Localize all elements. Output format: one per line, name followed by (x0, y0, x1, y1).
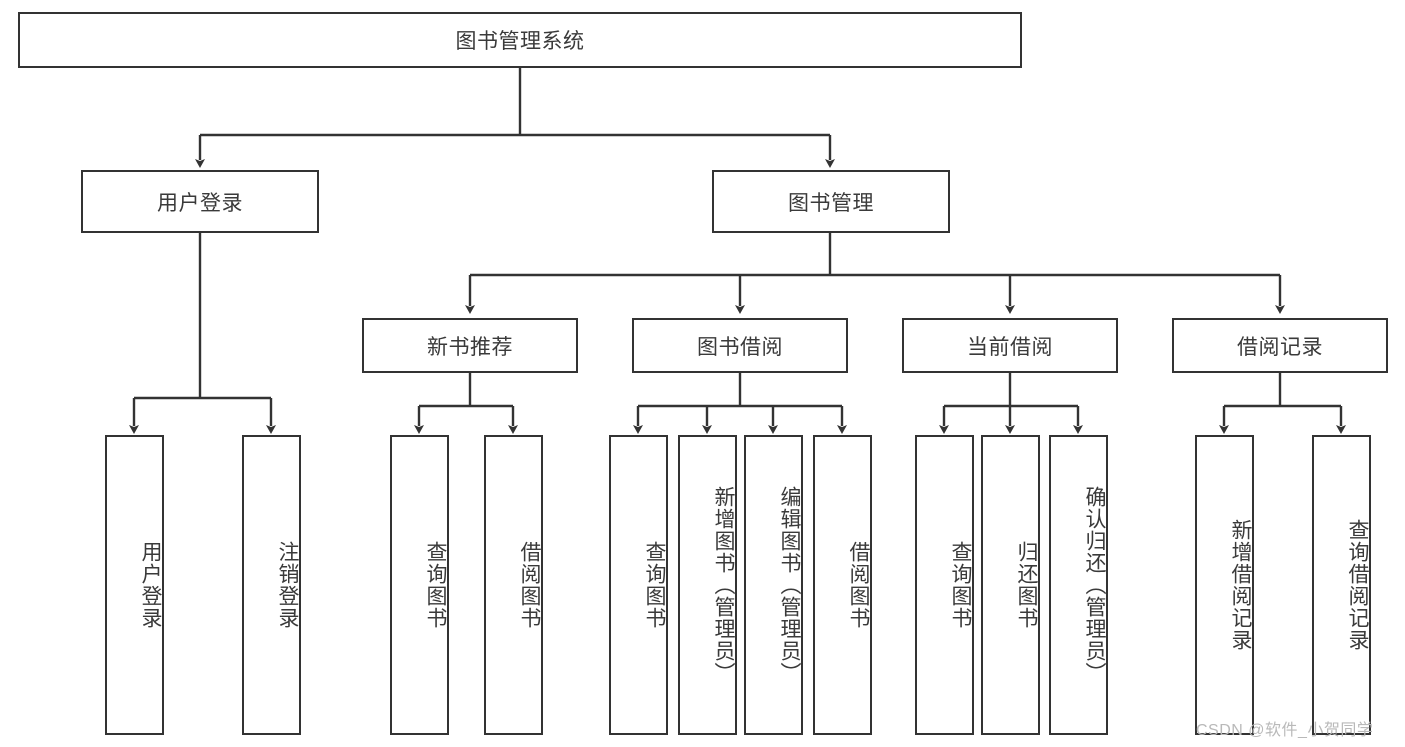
node-leaf-logout[interactable]: 注销登录 (242, 435, 301, 735)
node-leaf-query-book-3[interactable]: 查询图书 (915, 435, 974, 735)
node-leaf-add-book-label: 新增图书（管理员） (712, 486, 735, 684)
node-leaf-return-book-label: 归还图书 (1015, 541, 1038, 629)
node-leaf-query-record[interactable]: 查询借阅记录 (1312, 435, 1371, 735)
node-current-borrow-label: 当前借阅 (967, 335, 1053, 359)
node-leaf-borrow-book-1[interactable]: 借阅图书 (484, 435, 543, 735)
node-leaf-query-book-2-label: 查询图书 (643, 541, 666, 629)
node-leaf-query-record-label: 查询借阅记录 (1346, 519, 1369, 651)
node-leaf-add-record-label: 新增借阅记录 (1229, 519, 1252, 651)
node-leaf-confirm-return-label: 确认归还（管理员） (1083, 486, 1106, 684)
node-user-login-label: 用户登录 (157, 191, 243, 215)
node-user-login[interactable]: 用户登录 (81, 170, 319, 233)
node-book-manage[interactable]: 图书管理 (712, 170, 950, 233)
node-book-borrow[interactable]: 图书借阅 (632, 318, 848, 373)
node-current-borrow[interactable]: 当前借阅 (902, 318, 1118, 373)
node-book-manage-label: 图书管理 (788, 191, 874, 215)
node-leaf-query-book-3-label: 查询图书 (949, 541, 972, 629)
node-leaf-borrow-book-2[interactable]: 借阅图书 (813, 435, 872, 735)
node-leaf-edit-book-label: 编辑图书（管理员） (778, 486, 801, 684)
node-leaf-edit-book[interactable]: 编辑图书（管理员） (744, 435, 803, 735)
node-borrow-record[interactable]: 借阅记录 (1172, 318, 1388, 373)
node-leaf-user-login-label: 用户登录 (139, 541, 162, 629)
node-leaf-confirm-return[interactable]: 确认归还（管理员） (1049, 435, 1108, 735)
node-leaf-return-book[interactable]: 归还图书 (981, 435, 1040, 735)
node-new-book-rec[interactable]: 新书推荐 (362, 318, 578, 373)
node-root-label: 图书管理系统 (455, 30, 585, 53)
node-root[interactable]: 图书管理系统 (18, 12, 1022, 68)
node-book-borrow-label: 图书借阅 (697, 335, 783, 359)
node-new-book-rec-label: 新书推荐 (427, 335, 513, 359)
csdn-watermark: CSDN @软件_小贺同学 (1196, 722, 1374, 739)
node-leaf-query-book-1[interactable]: 查询图书 (390, 435, 449, 735)
node-leaf-borrow-book-2-label: 借阅图书 (847, 541, 870, 629)
node-leaf-query-book-1-label: 查询图书 (424, 541, 447, 629)
node-leaf-add-record[interactable]: 新增借阅记录 (1195, 435, 1254, 735)
node-leaf-add-book[interactable]: 新增图书（管理员） (678, 435, 737, 735)
node-leaf-query-book-2[interactable]: 查询图书 (609, 435, 668, 735)
node-borrow-record-label: 借阅记录 (1237, 335, 1323, 359)
node-leaf-borrow-book-1-label: 借阅图书 (518, 541, 541, 629)
node-leaf-logout-label: 注销登录 (276, 541, 299, 629)
node-leaf-user-login[interactable]: 用户登录 (105, 435, 164, 735)
